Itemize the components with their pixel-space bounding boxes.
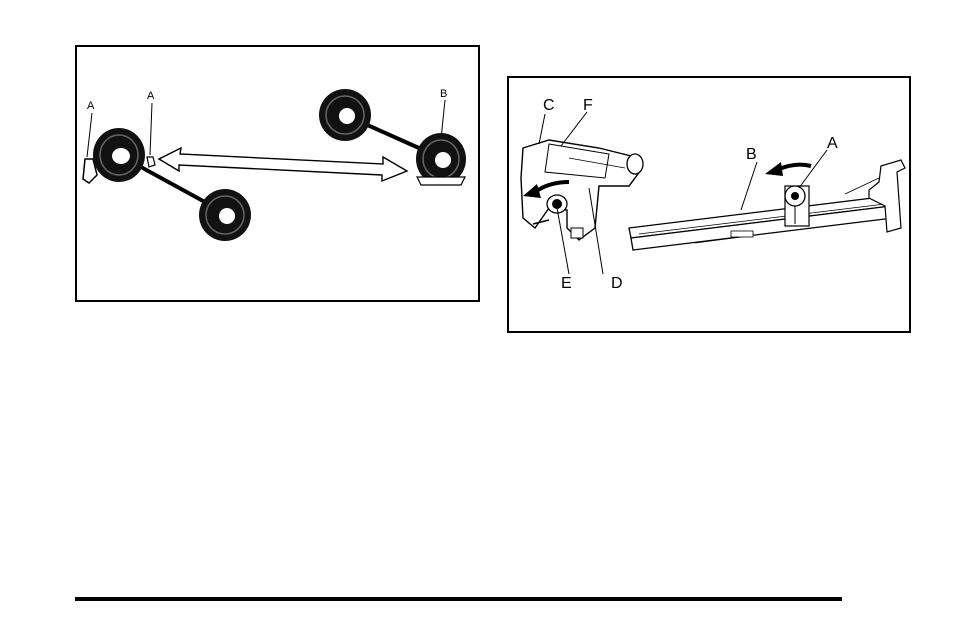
figure-jack-positions: A A B	[75, 45, 480, 302]
label-b: B	[440, 89, 447, 100]
label-a-left: A	[87, 101, 94, 112]
label-a: A	[827, 136, 838, 152]
label-e: E	[561, 276, 572, 292]
tire-icon	[319, 89, 371, 141]
label-c: C	[543, 98, 555, 114]
jack-positions-illustration	[77, 47, 478, 300]
label-a-right: A	[147, 91, 154, 102]
jack-bracket-icon	[869, 160, 905, 232]
label-f: F	[583, 98, 593, 114]
jack-mechanism-illustration	[509, 78, 909, 331]
jack-icon	[147, 157, 155, 167]
page-footer-rule	[75, 597, 842, 601]
jack-head-icon	[785, 186, 809, 226]
label-b: B	[746, 147, 757, 163]
tire-icon	[199, 189, 251, 241]
label-d: D	[611, 276, 623, 292]
tire-icon	[93, 128, 145, 182]
tire-rotation-arrow-icon	[159, 148, 407, 181]
figure-jack-mechanism: C F B A E D	[507, 76, 911, 333]
tire-icon	[416, 133, 466, 185]
rotation-arrow-icon	[777, 165, 811, 170]
